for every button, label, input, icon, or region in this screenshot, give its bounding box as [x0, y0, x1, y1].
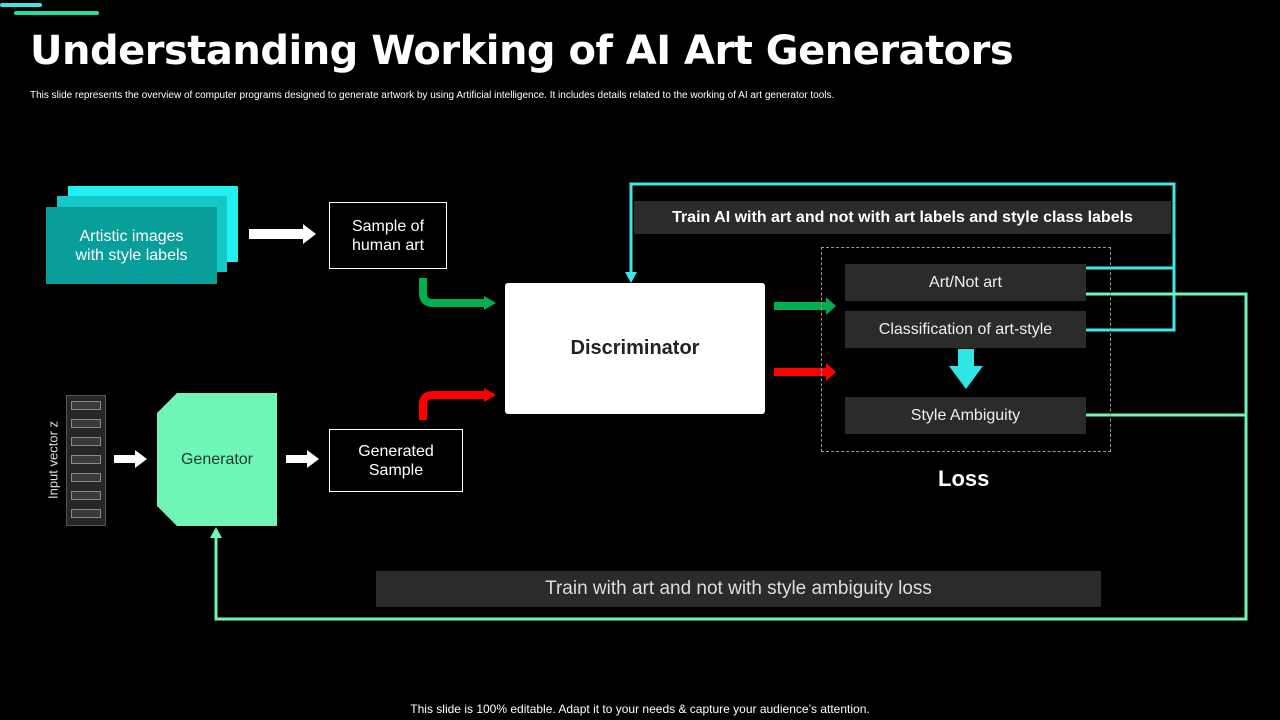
vector-cell: [71, 455, 101, 464]
loss-classification: Classification of art-style: [845, 311, 1086, 348]
decorative-bar-accent: [14, 11, 99, 15]
loss-label: Loss: [938, 466, 990, 491]
footer-note: This slide is 100% editable. Adapt it to…: [410, 702, 870, 716]
vector-cell: [71, 419, 101, 428]
generated-sample-box: Generated Sample: [329, 429, 463, 492]
decorative-bar-top: [0, 3, 42, 7]
arrow-sample-to-discriminator: [419, 278, 484, 307]
train-ai-banner: Train AI with art and not with art label…: [634, 201, 1171, 234]
discriminator-label: Discriminator: [570, 337, 700, 359]
generator-label: Generator: [180, 450, 254, 468]
sample-human-art-box: Sample of human art: [329, 202, 447, 269]
artistic-images-card: Artistic images with style labels: [46, 207, 217, 284]
vector-cell: [71, 437, 101, 446]
input-vector-label: Input vector z: [45, 420, 61, 500]
vector-cell: [71, 401, 101, 410]
sample-human-art-label: Sample of human art: [351, 217, 425, 254]
vector-cell: [71, 473, 101, 482]
input-vector-panel: [66, 395, 106, 526]
artistic-images-label: Artistic images with style labels: [75, 227, 188, 264]
loss-group-outline: [821, 247, 1111, 452]
discriminator-block: Discriminator: [505, 283, 765, 414]
page-subtitle: This slide represents the overview of co…: [30, 90, 835, 101]
train-art-banner: Train with art and not with style ambigu…: [376, 571, 1101, 607]
down-arrow-icon: [949, 349, 983, 389]
arrow-vector-to-generator: [114, 450, 147, 468]
mint-loop-line: [214, 292, 1248, 621]
generator-block: Generator: [157, 393, 277, 526]
arrow-generator-to-sample: [286, 450, 319, 468]
loss-style-ambiguity: Style Ambiguity: [845, 397, 1086, 434]
arrow-images-to-sample: [249, 224, 316, 244]
generated-sample-label: Generated Sample: [358, 442, 434, 479]
cyan-loop-line: [629, 182, 1176, 278]
arrow-disc-green-out: [774, 297, 836, 315]
vector-cell: [71, 509, 101, 518]
arrow-generated-to-discriminator: [419, 391, 484, 420]
loss-art-not-art: Art/Not art: [845, 264, 1086, 301]
page-title: Understanding Working of AI Art Generato…: [30, 28, 1014, 74]
vector-cell: [71, 491, 101, 500]
arrow-disc-red-out: [774, 363, 836, 381]
